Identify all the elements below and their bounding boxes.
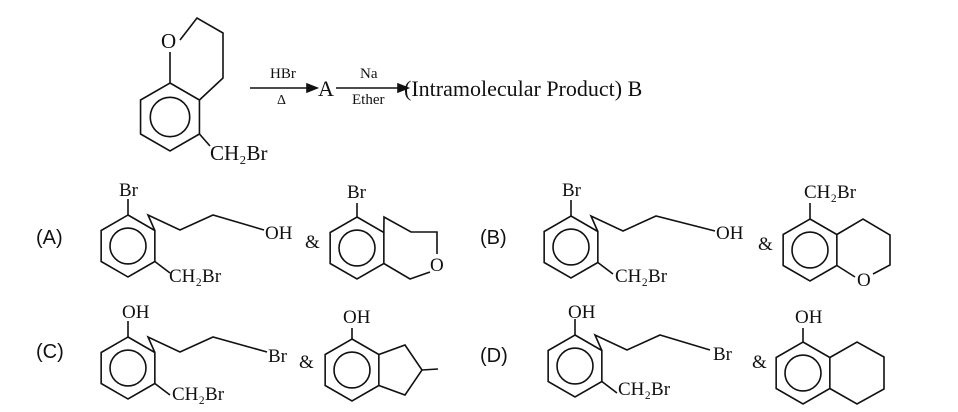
option-a-first-chain-end: OH <box>265 223 293 244</box>
bond <box>198 133 211 147</box>
option-a-second-oxygen: O <box>430 255 444 276</box>
option-a-first-chain <box>146 213 265 231</box>
option-d-first-top: OH <box>568 302 596 323</box>
option-c-first-chain-end: Br <box>268 346 288 367</box>
reagent-na: Na <box>360 66 378 82</box>
product-b-text: (Intramolecular Product) B <box>404 76 642 101</box>
aromatic-circle <box>338 229 376 267</box>
option-d-label: (D) <box>480 345 508 367</box>
option-a-first-bottom: CH₂Br <box>169 266 222 287</box>
option-b-second-oxygen: O <box>857 270 871 291</box>
option-c-first-chain <box>146 335 268 353</box>
option-b-second-top: CH₂Br <box>804 182 857 203</box>
aromatic-circle <box>552 228 590 266</box>
reagent-heat: Δ <box>277 93 286 108</box>
option-c-first-bottom: CH₂Br <box>172 384 225 405</box>
starting-substituent: CH₂Br <box>210 141 268 165</box>
aromatic-circle <box>784 354 822 392</box>
option-a-second-ring <box>383 215 438 254</box>
option-b-second-ring <box>836 218 891 275</box>
option-b-first-bottom: CH₂Br <box>615 266 668 287</box>
option-d-first-chain-end: Br <box>713 344 733 365</box>
option-d-second-ring <box>829 341 885 405</box>
bond <box>383 262 431 280</box>
arrow-2-head <box>397 82 411 94</box>
option-a-label: (A) <box>36 227 63 249</box>
option-b-first-top: Br <box>562 180 582 201</box>
aromatic-circle <box>791 231 829 269</box>
aromatic-circle <box>149 96 191 138</box>
option-d-first-bottom: CH₂Br <box>618 379 671 400</box>
aromatic-circle <box>109 227 147 265</box>
arrow-1-head <box>306 82 320 94</box>
option-c-first-top: OH <box>122 302 150 323</box>
option-a-first-top: Br <box>119 180 139 201</box>
option-a-joiner: & <box>305 232 320 253</box>
option-a-second-top: Br <box>347 182 367 203</box>
option-d-joiner: & <box>752 352 767 373</box>
option-b-first-chain <box>589 214 716 232</box>
option-c-label: (C) <box>36 341 64 363</box>
option-c-joiner: & <box>299 352 314 373</box>
option-c-second-top: OH <box>343 307 371 328</box>
option-d-first-chain <box>593 333 711 351</box>
bond <box>154 260 171 274</box>
reagent-ether: Ether <box>352 92 384 108</box>
methyl-bond <box>421 368 439 371</box>
bond <box>597 261 614 275</box>
ring-oxygen: O <box>161 29 176 53</box>
reagent-hbr: HBr <box>270 66 296 82</box>
aromatic-circle <box>556 347 594 385</box>
option-b-label: (B) <box>480 227 507 249</box>
bond <box>836 264 856 278</box>
aromatic-circle <box>333 351 371 389</box>
intermediate-a: A <box>318 76 334 101</box>
aromatic-circle <box>109 349 147 387</box>
bond <box>154 382 171 396</box>
option-b-joiner: & <box>758 234 773 255</box>
option-b-first-chain-end: OH <box>716 223 744 244</box>
bond <box>601 380 618 394</box>
option-d-second-top: OH <box>795 307 823 328</box>
pyran-ring <box>179 16 224 101</box>
